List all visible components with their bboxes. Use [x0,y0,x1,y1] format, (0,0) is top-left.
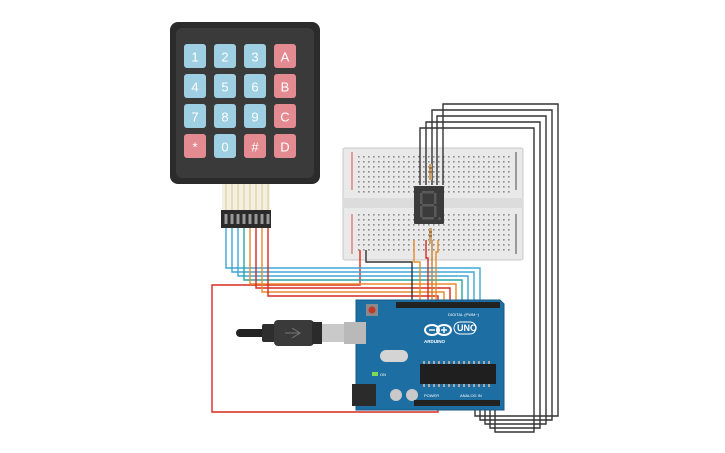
key-face [184,44,206,68]
keypad-key-6[interactable]: 6 [244,74,266,98]
arduino-brand: ARDUINO [424,339,445,344]
keypad-key-D[interactable]: D [274,134,296,158]
key-label: 0 [221,140,228,155]
digital-label: DIGITAL (PWM~) [448,312,480,317]
keypad-key-4[interactable]: 4 [184,74,206,98]
key-face [184,104,206,128]
usb-symbol-icon [285,327,301,339]
atmega-chip [420,364,496,384]
keypad-key-*[interactable]: * [184,134,206,158]
keypad-key-5[interactable]: 5 [214,74,236,98]
key-label: 1 [191,50,198,65]
key-label: 5 [221,80,228,95]
keypad-keys: 1 2 3 A 4 5 6 B 7 8 9 C * 0 # D [184,44,296,158]
key-label: 6 [251,80,258,95]
key-label: B [281,80,290,95]
key-label: 8 [221,110,228,125]
key-face [214,134,236,158]
analog-label: ANALOG IN [460,393,482,398]
segment-group [420,191,441,220]
key-label: 2 [221,50,228,65]
key-face [184,74,206,98]
keypad-key-0[interactable]: 0 [214,134,236,158]
key-label: A [281,50,290,65]
keypad-key-3[interactable]: 3 [244,44,266,68]
wire-black-3 [425,121,541,429]
capacitor-2 [406,389,418,401]
key-face [244,44,266,68]
keypad-key-2[interactable]: 2 [214,44,236,68]
keypad-key-9[interactable]: 9 [244,104,266,128]
power-analog-header [414,400,500,406]
keypad-key-#[interactable]: # [244,134,266,158]
capacitor-1 [390,389,402,401]
key-face [274,104,296,128]
key-label: C [280,110,289,125]
keypad-key-A[interactable]: A [274,44,296,68]
power-label: POWER [424,393,439,398]
on-led [372,372,378,376]
key-face [274,44,296,68]
key-label: 4 [191,80,198,95]
keypad-ribbon [221,184,271,228]
key-face [244,104,266,128]
wire-black-5 [442,103,559,417]
key-label: D [280,140,289,155]
keypad-key-C[interactable]: C [274,104,296,128]
power-jack [352,384,376,406]
arduino-model: UNO [457,323,477,333]
key-label: 7 [191,110,198,125]
key-label: 3 [251,50,258,65]
keypad-key-B[interactable]: B [274,74,296,98]
crystal [380,350,408,362]
on-label: ON [380,372,386,377]
key-face [244,134,266,158]
key-face [274,74,296,98]
keypad-key-7[interactable]: 7 [184,104,206,128]
key-label: 9 [251,110,258,125]
key-label: # [251,140,259,155]
key-face [184,134,206,158]
digital-header [396,302,500,308]
key-face [214,104,236,128]
usb-jack [344,322,366,344]
wire-black-4 [419,127,535,433]
arduino-uno[interactable]: ARDUINO UNO DIGITAL (PWM~) ANALOG IN POW… [344,299,505,411]
wires [211,103,559,433]
key-face [214,44,236,68]
usb-cable[interactable] [236,320,346,346]
keypad-key-8[interactable]: 8 [214,104,236,128]
key-face [244,74,266,98]
arduino-logo [424,324,452,336]
key-label: * [192,140,197,155]
keypad[interactable]: 1 2 3 A 4 5 6 B 7 8 9 C * 0 # D [170,22,320,228]
key-face [214,74,236,98]
key-face [274,134,296,158]
seven-segment-display[interactable]: 8 [414,164,444,244]
keypad-key-1[interactable]: 1 [184,44,206,68]
usb-plug [322,324,346,342]
